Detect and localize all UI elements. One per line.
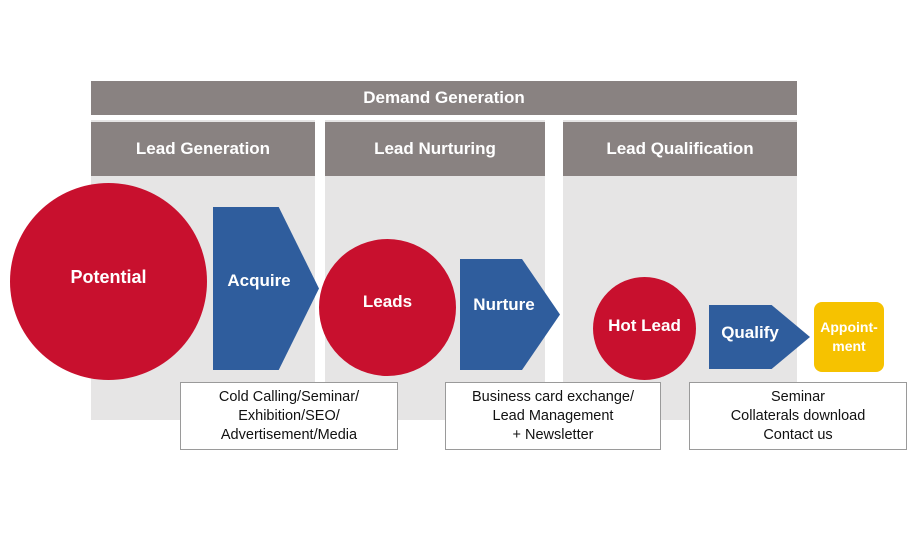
demand-generation-title: Demand Generation <box>363 88 525 107</box>
demand-generation-header: Demand Generation <box>91 81 797 115</box>
potential-label: Potential <box>70 267 147 287</box>
qualify-label: Qualify <box>721 323 779 342</box>
hot-lead-circle: Hot Lead <box>593 277 696 380</box>
note-line: Lead Management <box>492 407 614 424</box>
note-line: Exhibition/SEO/ <box>238 407 340 424</box>
lead-qualification-header: Lead Qualification <box>563 122 797 176</box>
lead-nurturing-header: Lead Nurturing <box>325 122 545 176</box>
potential-circle: Potential <box>10 183 207 380</box>
note-line: Seminar <box>771 388 825 405</box>
note-line: Cold Calling/Seminar/ <box>218 388 360 405</box>
lead-generation-label: Lead Generation <box>135 139 271 158</box>
note-line: Collaterals download <box>730 407 866 424</box>
leads-label: Leads <box>362 291 413 311</box>
note-line: + Newsletter <box>512 426 594 443</box>
appointment-box: Appoint- ment <box>814 302 884 372</box>
leads-circle: Leads <box>319 239 456 376</box>
hot-lead-label: Hot Lead <box>608 316 681 335</box>
lead-nurturing-label: Lead Nurturing <box>374 139 496 158</box>
lead-qualification-methods-box: Seminar Collaterals download Contact us <box>689 382 907 450</box>
lead-nurturing-methods-box: Business card exchange/ Lead Management … <box>445 382 661 450</box>
appointment-label-line-1: Appoint- <box>820 319 878 335</box>
lead-generation-header: Lead Generation <box>91 122 315 176</box>
lead-generation-methods-box: Cold Calling/Seminar/ Exhibition/SEO/ Ad… <box>180 382 398 450</box>
nurture-label: Nurture <box>473 294 535 314</box>
note-line: Contact us <box>763 426 833 443</box>
nurture-arrow: Nurture <box>460 259 560 370</box>
appointment-label-line-2: ment <box>832 338 866 354</box>
note-line: Business card exchange/ <box>471 388 634 405</box>
lead-qualification-label: Lead Qualification <box>606 139 754 158</box>
note-line: Advertisement/Media <box>220 426 358 443</box>
acquire-label: Acquire <box>227 270 291 290</box>
